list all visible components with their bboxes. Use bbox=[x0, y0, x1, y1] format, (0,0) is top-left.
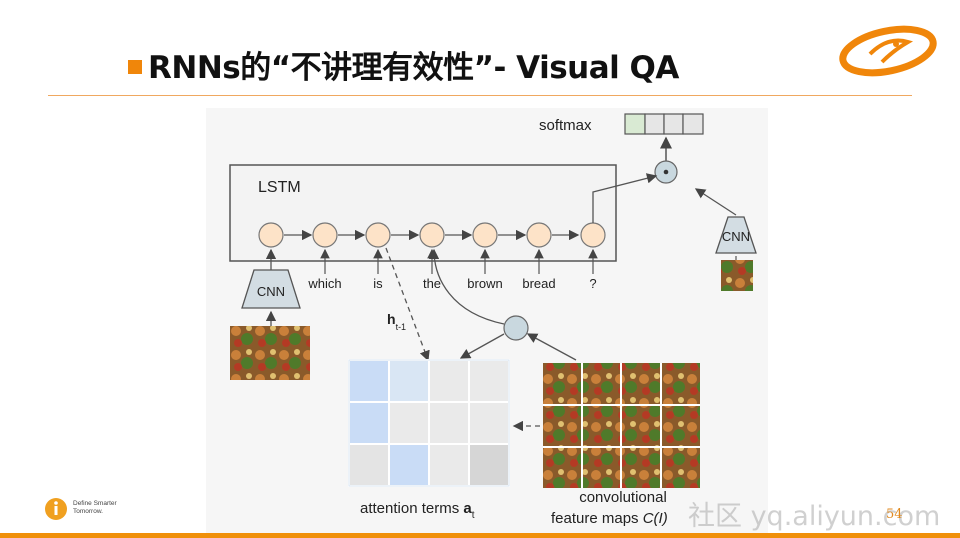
bottom-bar bbox=[0, 533, 960, 538]
lstm-label: LSTM bbox=[258, 179, 301, 196]
feature-label-text: feature maps bbox=[551, 510, 643, 527]
word-is: is bbox=[373, 276, 383, 291]
word-bread: bread bbox=[522, 276, 555, 291]
title-text: RNNs的“不讲理有效性”- Visual QA bbox=[148, 49, 679, 86]
attention-label: attention terms at bbox=[360, 500, 475, 521]
feature-maps-grid bbox=[543, 363, 700, 488]
cnn-left-label: CNN bbox=[257, 284, 285, 299]
combine-node-middle bbox=[503, 315, 529, 341]
softmax-label: softmax bbox=[539, 117, 592, 134]
word-which: which bbox=[307, 276, 341, 291]
attention-grid bbox=[348, 359, 510, 487]
cnn-right bbox=[715, 216, 757, 254]
page-number: 54 bbox=[886, 507, 903, 522]
lstm-node bbox=[580, 222, 606, 248]
slide-title: RNNs的“不讲理有效性”- Visual QA bbox=[128, 40, 679, 88]
word-brown: brown bbox=[467, 276, 502, 291]
hidden-state-sub: t-1 bbox=[396, 322, 407, 332]
word-the: the bbox=[423, 276, 441, 291]
title-rule bbox=[48, 95, 912, 96]
alibaba-logo bbox=[839, 25, 937, 77]
combine-dot bbox=[663, 169, 669, 175]
cnn-left bbox=[241, 269, 301, 309]
feature-symbol: C(I) bbox=[643, 510, 668, 527]
feature-label-line2: feature maps C(I) bbox=[551, 510, 668, 527]
feature-label-line1: convolutional bbox=[579, 489, 667, 506]
attention-sub: t bbox=[472, 510, 475, 521]
word-question: ? bbox=[589, 276, 596, 291]
title-bullet bbox=[128, 60, 142, 74]
lstm-node bbox=[419, 222, 445, 248]
footer-logo-icon bbox=[45, 498, 67, 520]
cnn-right-label: CNN bbox=[722, 229, 750, 244]
input-image-left bbox=[230, 326, 310, 380]
lstm-node bbox=[258, 222, 284, 248]
footer-tagline: Define Smarter Tomorrow. bbox=[73, 500, 117, 516]
lstm-node bbox=[526, 222, 552, 248]
watermark: 社区 yq.aliyun.com bbox=[688, 501, 941, 532]
hidden-state-h: h bbox=[387, 311, 396, 327]
lstm-node bbox=[365, 222, 391, 248]
attention-symbol: a bbox=[463, 500, 472, 517]
softmax-vector bbox=[624, 113, 704, 135]
question-image-small bbox=[721, 260, 753, 291]
tagline-line2: Tomorrow. bbox=[73, 508, 103, 515]
lstm-node bbox=[472, 222, 498, 248]
tagline-line1: Define Smarter bbox=[73, 500, 117, 507]
lstm-box bbox=[229, 164, 617, 262]
hidden-state-label: ht-1 bbox=[387, 311, 406, 332]
attention-label-text: attention terms bbox=[360, 500, 463, 517]
vqa-diagram: softmax LSTM which bbox=[229, 113, 757, 527]
lstm-node bbox=[312, 222, 338, 248]
